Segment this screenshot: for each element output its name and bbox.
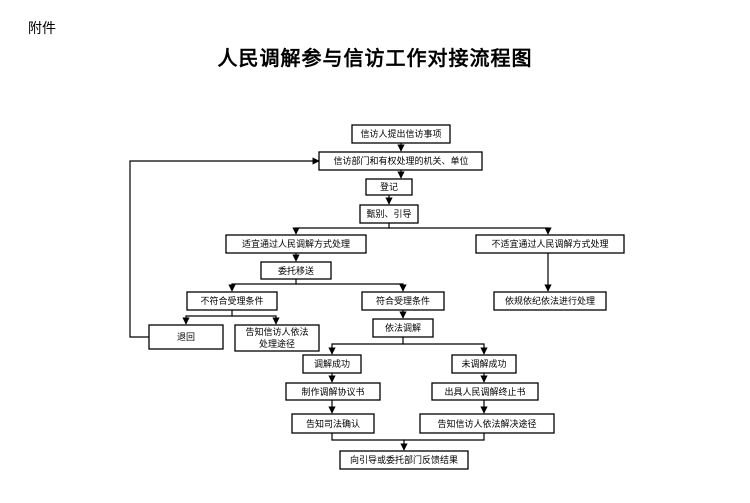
node-mediate-label: 依法调解 [385, 322, 421, 334]
node-judicial: 告知司法确认 [291, 413, 375, 434]
node-dept-label: 信访部门和有权处理的机关、单位 [333, 155, 468, 167]
edge-entrust-meet [296, 283, 407, 292]
node-dept: 信访部门和有权处理的机关、单位 [318, 151, 483, 171]
edge-return-loop [129, 157, 320, 338]
edge-entrust-notmeet [228, 279, 297, 292]
edge-screen-split [292, 223, 390, 235]
node-terminate-label: 出具人民调解终止书 [444, 386, 525, 398]
connectors [129, 143, 552, 451]
node-inform-route-label-1: 告知信访人依法 [245, 326, 308, 338]
node-fail-label: 未调解成功 [461, 358, 506, 370]
edge-screen-unsuitable [389, 227, 552, 235]
node-legal: 依规依纪依法进行处理 [493, 291, 607, 311]
node-agreement: 制作调解协议书 [285, 382, 381, 401]
node-register: 登记 [365, 178, 413, 196]
page-title: 人民调解参与信访工作对接流程图 [217, 46, 533, 70]
node-terminate: 出具人民调解终止书 [431, 382, 539, 401]
node-return-label: 退回 [177, 332, 195, 343]
node-suitable: 适宜通过人民调解方式处理 [225, 234, 367, 254]
node-judicial-label: 告知司法确认 [306, 418, 360, 430]
node-success: 调解成功 [302, 354, 362, 374]
node-feedback: 向引导或委托部门反馈结果 [339, 450, 469, 470]
node-fail: 未调解成功 [451, 354, 517, 374]
edge-inform-feedback [404, 433, 485, 441]
node-inform-solve: 告知信访人依法解决途径 [419, 413, 555, 434]
node-entrust-label: 委托移送 [278, 265, 314, 277]
edge-mediate-fail [403, 343, 488, 355]
edge-notmeet-inform [232, 315, 280, 325]
node-inform-solve-label: 告知信访人依法解决途径 [437, 418, 536, 430]
node-return: 退回 [148, 324, 224, 350]
node-legal-label: 依规依纪依法进行处理 [505, 295, 595, 307]
edge-notmeet-return [182, 310, 233, 325]
node-success-label: 调解成功 [314, 358, 350, 370]
node-notmeet-label: 不符合受理条件 [200, 295, 263, 307]
node-inform-route-label-2: 处理途径 [259, 338, 295, 350]
node-unsuitable: 不适宜通过人民调解方式处理 [475, 234, 625, 254]
node-mediate: 依法调解 [372, 318, 434, 338]
node-notmeet: 不符合受理条件 [186, 291, 278, 311]
node-meet-label: 符合受理条件 [376, 295, 430, 307]
node-feedback-label: 向引导或委托部门反馈结果 [350, 454, 458, 466]
node-agreement-label: 制作调解协议书 [301, 386, 364, 398]
node-meet: 符合受理条件 [361, 291, 445, 311]
node-inform-route: 告知信访人依法 处理途径 [234, 324, 320, 352]
node-screen-label: 甄别、引导 [366, 209, 411, 220]
node-suitable-label: 适宜通过人民调解方式处理 [242, 238, 350, 250]
attachment-label: 附件 [28, 21, 56, 37]
node-entrust: 委托移送 [260, 261, 332, 280]
edge-judicial-feedback [331, 433, 408, 451]
node-raise-label: 信访人提出信访事项 [360, 128, 441, 140]
edge-mediate-success [328, 337, 404, 355]
node-screen: 甄别、引导 [359, 204, 419, 224]
node-register-label: 登记 [380, 182, 398, 193]
node-unsuitable-label: 不适宜通过人民调解方式处理 [491, 238, 608, 250]
node-raise: 信访人提出信访事项 [351, 124, 451, 144]
